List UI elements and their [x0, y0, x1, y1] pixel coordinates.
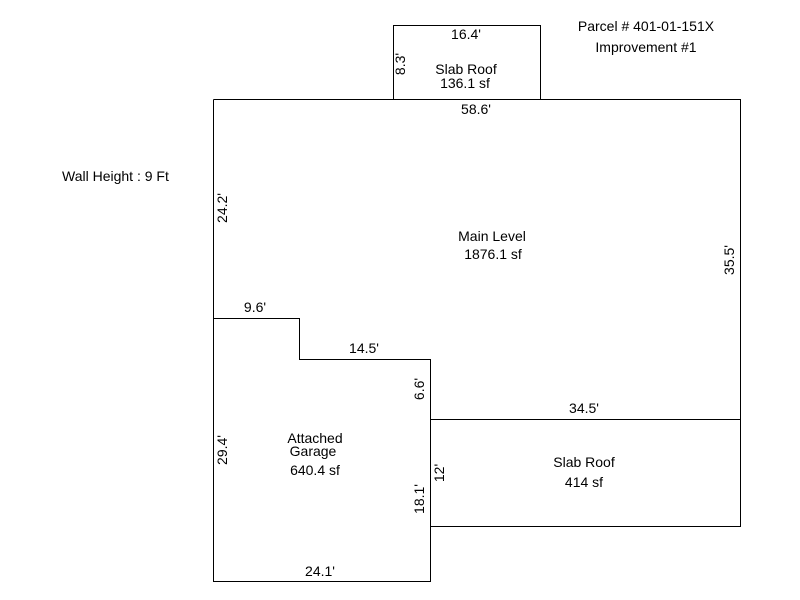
garage-area: 640.4 sf	[290, 462, 340, 478]
slab-roof-top-area: 136.1 sf	[440, 75, 490, 91]
main-level-name: Main Level	[458, 228, 526, 244]
dim-top-roof-width: 16.4'	[451, 26, 481, 42]
dim-step-width: 9.6'	[244, 299, 266, 315]
dim-main-left-height: 24.2'	[214, 193, 230, 223]
garage-name-line1: Attached	[287, 430, 342, 446]
dim-main-width: 58.6'	[461, 101, 491, 117]
garage-outline	[213, 318, 431, 582]
dim-garage-inner-height: 18.1'	[411, 484, 427, 514]
dim-garage-height: 29.4'	[214, 435, 230, 465]
dim-right-roof-depth: 12'	[431, 464, 447, 482]
slab-roof-right-area: 414 sf	[565, 474, 603, 490]
slab-roof-top-name: Slab Roof	[435, 61, 497, 77]
garage-name-line2: Garage	[290, 443, 337, 459]
dim-inner-width: 14.5'	[349, 340, 379, 356]
dim-main-right-height: 35.5'	[721, 245, 737, 275]
parcel-label: Parcel # 401-01-151X	[578, 18, 715, 34]
dim-garage-width: 24.1'	[305, 563, 335, 579]
improvement-label: Improvement #1	[595, 39, 696, 55]
slab-roof-right-outline	[430, 419, 741, 527]
main-level-area: 1876.1 sf	[464, 246, 522, 262]
main-level-outline	[213, 99, 741, 420]
wall-height-label: Wall Height : 9 Ft	[62, 168, 169, 184]
dim-right-roof-width: 34.5'	[569, 400, 599, 416]
slab-roof-right-name: Slab Roof	[553, 454, 615, 470]
dim-top-roof-depth: 8.3'	[392, 53, 408, 75]
dim-inner-height: 6.6'	[411, 378, 427, 400]
